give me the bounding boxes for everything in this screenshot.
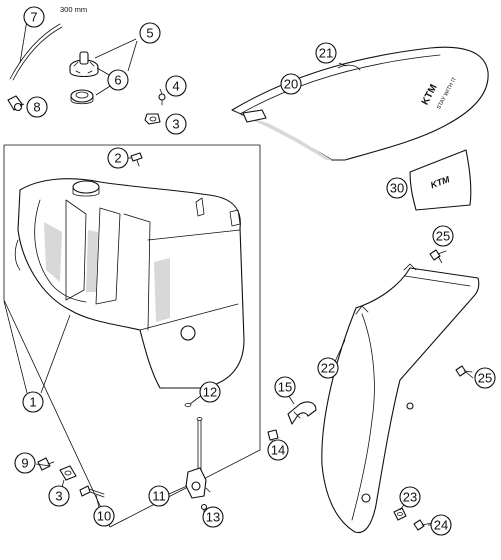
side-panel — [321, 263, 480, 534]
callout-25-side: 25 — [474, 367, 496, 389]
svg-text:5: 5 — [146, 26, 153, 41]
svg-text:12: 12 — [203, 385, 217, 400]
screw-4 — [158, 93, 166, 106]
fuel-cap — [69, 51, 99, 78]
svg-text:11: 11 — [152, 489, 166, 504]
svg-text:7: 7 — [30, 10, 37, 25]
svg-text:13: 13 — [206, 510, 220, 525]
screw-10 — [79, 485, 105, 498]
svg-text:24: 24 — [434, 518, 448, 533]
svg-text:15: 15 — [278, 380, 292, 395]
cap-gasket — [70, 89, 94, 105]
svg-text:9: 9 — [21, 456, 28, 471]
callout-20: 20 — [280, 73, 302, 95]
nut-3-top — [144, 113, 161, 125]
callout-1: 1 — [22, 391, 44, 413]
hose-length-label: 300 mm — [60, 5, 87, 14]
svg-text:30: 30 — [390, 181, 404, 196]
svg-text:4: 4 — [172, 79, 179, 94]
callout-5: 5 — [139, 22, 161, 44]
fuel-tank — [14, 178, 245, 389]
svg-text:14: 14 — [271, 443, 285, 458]
callout-15: 15 — [274, 376, 296, 398]
callout-14: 14 — [267, 439, 289, 461]
clamp-14 — [267, 429, 279, 441]
callout-3-bottom: 3 — [48, 485, 70, 507]
fuel-breather-hose — [9, 23, 63, 81]
svg-text:20: 20 — [284, 77, 298, 92]
callout-23: 23 — [399, 486, 421, 508]
svg-text:6: 6 — [114, 73, 121, 88]
callout-12: 12 — [199, 381, 221, 403]
callout-21: 21 — [315, 42, 337, 64]
svg-text:2: 2 — [114, 151, 121, 166]
callout-4: 4 — [165, 75, 187, 97]
screw-24 — [413, 519, 433, 531]
fuel-strainer-ring — [184, 403, 192, 407]
callouts: 1 2 3 3 4 5 6 7 8 9 10 11 12 13 14 15 20… — [14, 6, 496, 536]
svg-text:3: 3 — [172, 117, 179, 132]
seat — [231, 46, 489, 161]
svg-text:25: 25 — [478, 371, 492, 386]
svg-text:3: 3 — [55, 489, 62, 504]
screw-2 — [130, 152, 143, 167]
callout-7: 7 — [23, 6, 45, 28]
screw-25-side — [455, 365, 473, 377]
callout-30: 30 — [386, 177, 408, 199]
callout-3-top: 3 — [165, 113, 187, 135]
callout-10: 10 — [93, 505, 115, 527]
callout-22: 22 — [317, 357, 339, 379]
callout-11: 11 — [148, 485, 170, 507]
svg-text:1: 1 — [29, 395, 36, 410]
hose-15 — [287, 401, 317, 425]
svg-text:8: 8 — [33, 100, 40, 115]
fuel-tap — [185, 417, 211, 499]
callout-24: 24 — [430, 514, 452, 536]
screw-9 — [37, 457, 55, 471]
tank-group-outline — [3, 144, 261, 528]
spacer-3-bottom — [59, 465, 77, 481]
washer-23 — [393, 507, 407, 521]
screw-25-top — [429, 249, 447, 261]
callout-2: 2 — [107, 147, 129, 169]
svg-text:25: 25 — [436, 229, 450, 244]
callout-6: 6 — [107, 69, 129, 91]
svg-text:10: 10 — [97, 509, 111, 524]
svg-text:23: 23 — [403, 490, 417, 505]
svg-text:22: 22 — [321, 361, 335, 376]
breather-valve — [7, 95, 23, 112]
seat-decal — [409, 149, 472, 211]
callout-25-top: 25 — [432, 225, 454, 247]
callout-8: 8 — [26, 96, 48, 118]
callout-9: 9 — [14, 452, 36, 474]
svg-text:21: 21 — [319, 46, 333, 61]
callout-13: 13 — [202, 506, 224, 528]
